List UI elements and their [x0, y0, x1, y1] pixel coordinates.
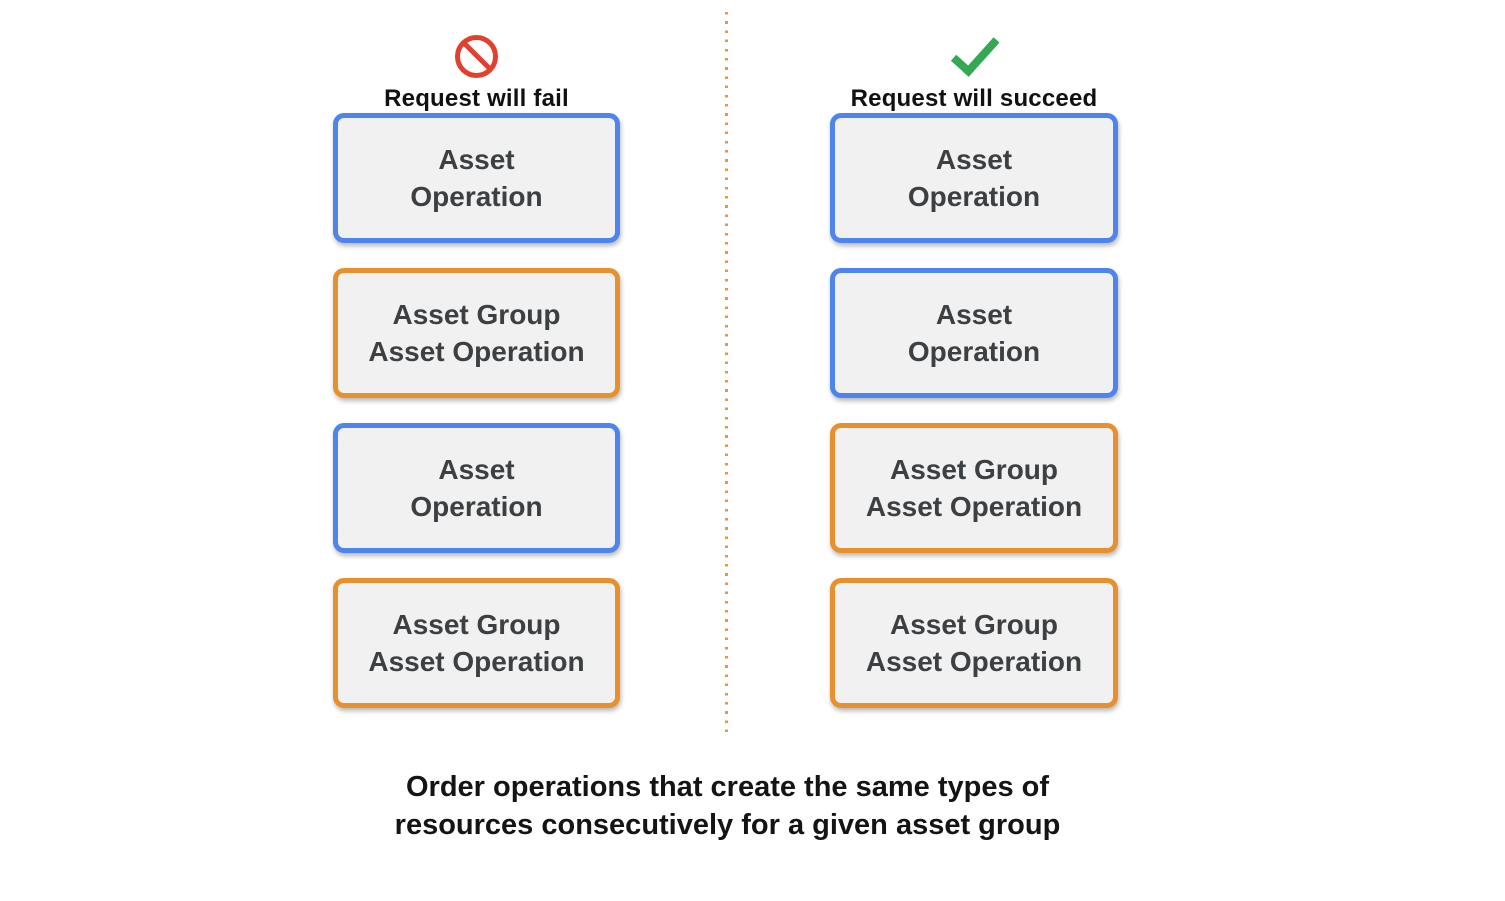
box-asset-operation: Asset Operation: [333, 423, 620, 553]
box-label-line: Asset Group: [889, 609, 1059, 640]
box-label-line: Asset Operation: [865, 491, 1083, 522]
box-label-line: Asset: [438, 144, 515, 175]
box-label-line: Asset Operation: [368, 336, 585, 367]
box-label-line: Operation: [907, 181, 1041, 212]
box-label-line: Asset Group: [889, 454, 1059, 485]
caption-line-2: resources consecutively for a given asse…: [394, 809, 1061, 841]
checkmark-icon: [950, 26, 1000, 77]
box-asset-group-asset-operation: Asset Group Asset Operation: [830, 578, 1118, 708]
box-asset-operation: Asset Operation: [333, 113, 620, 243]
prohibition-icon: [455, 34, 498, 78]
box-asset-group-asset-operation: Asset Group Asset Operation: [333, 268, 620, 398]
diagram-caption: Order operations that create the same ty…: [0, 768, 1455, 844]
succeed-column: Request will succeed Asset Operation Ass…: [830, 18, 1118, 733]
column-divider: [725, 12, 728, 736]
box-label-line: Operation: [410, 181, 543, 212]
box-label-line: Asset: [935, 144, 1013, 175]
fail-column-header: Request will fail: [333, 18, 620, 113]
fail-column: Request will fail Asset Operation Asset …: [333, 18, 620, 733]
box-label-line: Operation: [410, 491, 543, 522]
fail-column-title: Request will fail: [384, 85, 569, 112]
box-asset-group-asset-operation: Asset Group Asset Operation: [830, 423, 1118, 553]
box-label-line: Asset: [438, 454, 515, 485]
succeed-column-header: Request will succeed: [830, 18, 1118, 113]
succeed-column-title: Request will succeed: [850, 85, 1098, 112]
box-asset-group-asset-operation: Asset Group Asset Operation: [333, 578, 620, 708]
fail-icon-slot: [455, 27, 498, 85]
succeed-icon-slot: [950, 26, 1000, 85]
box-label-line: Operation: [907, 336, 1041, 367]
box-label-line: Asset: [935, 299, 1013, 330]
caption-line-1: Order operations that create the same ty…: [405, 771, 1050, 803]
box-label-line: Asset Operation: [368, 646, 585, 677]
box-asset-operation: Asset Operation: [830, 113, 1118, 243]
box-label-line: Asset Operation: [865, 646, 1083, 677]
box-label-line: Asset Group: [392, 299, 561, 330]
box-asset-operation: Asset Operation: [830, 268, 1118, 398]
box-label-line: Asset Group: [392, 609, 561, 640]
